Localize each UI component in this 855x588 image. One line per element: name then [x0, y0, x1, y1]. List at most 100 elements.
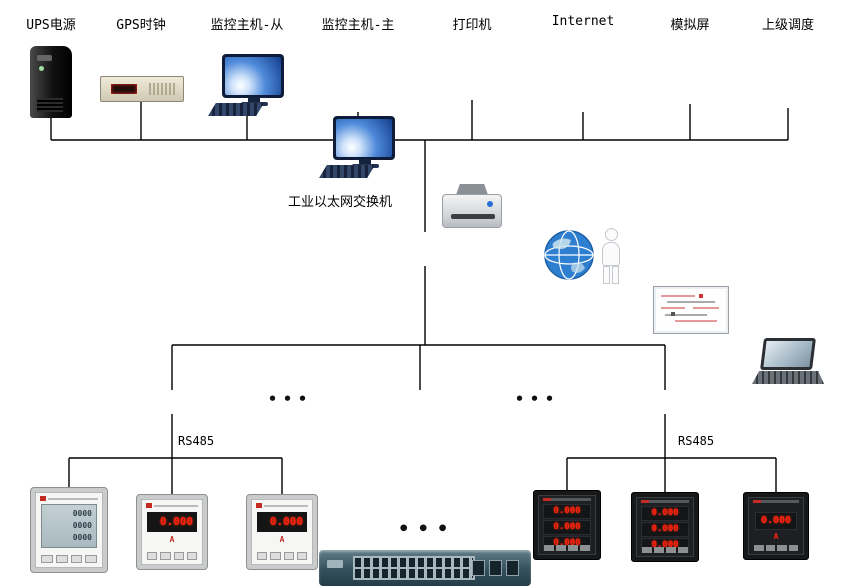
distribution-wires — [171, 266, 666, 390]
monitor-screen — [225, 57, 281, 95]
switch-uplink-ports — [472, 560, 519, 576]
gps-display — [111, 84, 137, 94]
printer-tray — [456, 184, 488, 195]
monitor-stand — [359, 159, 371, 165]
monitor-screen — [336, 119, 392, 157]
meter-face: 0.000 A — [251, 499, 313, 565]
meter-led-row: 0.000 — [641, 522, 689, 537]
person-head — [604, 228, 618, 241]
meter-face: 0000 0000 0000 — [35, 492, 103, 568]
switch-port-row — [355, 569, 473, 578]
power-meter-black-multirow: 0.000 0.000 0.000 — [533, 490, 601, 560]
printer-icon — [442, 194, 502, 228]
rs485-label-left: RS485 — [178, 434, 215, 448]
meter-face: 0.000 A — [141, 499, 203, 565]
mimic-panel-icon — [661, 294, 719, 322]
meter-face: 0.000 A — [748, 497, 804, 555]
gps-clock-device — [100, 76, 184, 102]
keyboard-icon — [319, 165, 375, 178]
meter-led-row: 0.000 — [641, 538, 689, 553]
meter-led-rows: 0.000 0.000 0.000 — [543, 504, 591, 552]
meter-brand-mark — [753, 500, 799, 503]
gps-clock-icon — [100, 76, 184, 102]
meter-led-rows: 0.000 0.000 0.000 — [641, 506, 689, 554]
mimic-panel-device — [653, 286, 729, 334]
power-meter-led: 0.000 A — [136, 494, 208, 570]
printer-slot — [451, 214, 495, 219]
ups-led — [39, 66, 44, 71]
printer-button — [487, 201, 493, 207]
meter-led-row: 0.000 — [641, 506, 689, 521]
power-meter-black-single: 0.000 A — [743, 492, 809, 560]
monitor-icon — [333, 116, 395, 160]
keyboard-icon — [208, 103, 264, 116]
meter-unit: A — [773, 532, 779, 541]
label-ups: UPS电源 — [26, 18, 76, 33]
laptop-screen-glare — [763, 341, 813, 367]
rs485-label-right: RS485 — [678, 434, 715, 448]
right-rs485-wires — [566, 414, 777, 494]
switch-ellipsis-1: ••• — [268, 390, 314, 408]
meter-unit: A — [169, 535, 175, 544]
meter-led-row: 0.000 — [543, 504, 591, 519]
ups-display — [37, 55, 52, 61]
main-switch-label: 工业以太网交换机 — [288, 195, 393, 210]
meter-lcd-screen: 0000 0000 0000 — [41, 504, 97, 548]
switch-port-bank — [353, 556, 475, 580]
label-host-slave: 监控主机-从 — [210, 18, 284, 33]
meter-led-display: 0.000 — [257, 512, 307, 532]
lcd-row: 0000 — [72, 521, 92, 530]
meter-buttons — [147, 552, 197, 560]
lcd-row: 0000 — [72, 509, 92, 518]
label-dispatch: 上级调度 — [761, 18, 815, 33]
label-printer: 打印机 — [452, 18, 492, 33]
person-icon — [597, 228, 625, 284]
ups-icon — [30, 46, 72, 118]
person-torso — [602, 242, 620, 266]
switch-port-row — [355, 558, 473, 567]
meter-buttons — [754, 545, 798, 551]
power-meter-black-multirow: 0.000 0.000 0.000 — [631, 492, 699, 562]
gps-vents — [149, 83, 177, 95]
meter-buttons — [257, 552, 307, 560]
ups-vent — [37, 98, 63, 112]
laptop-screen — [760, 338, 816, 370]
workstation-slave-device — [208, 54, 286, 116]
meter-buttons — [41, 555, 97, 563]
meter-brand-mark — [146, 503, 198, 508]
meter-face: 0.000 0.000 0.000 — [636, 497, 694, 557]
meter-led-row: 0.000 — [543, 520, 591, 535]
lcd-row: 0000 — [72, 533, 92, 542]
top-bus-wires — [50, 98, 789, 232]
person-legs — [603, 266, 619, 284]
left-rs485-wires — [68, 414, 283, 496]
globe-icon — [544, 230, 594, 280]
internet-device — [543, 226, 625, 284]
label-internet: Internet — [551, 14, 615, 29]
label-host-master: 监控主机-主 — [321, 18, 395, 33]
meter-brand-mark — [543, 498, 591, 501]
meter-unit: A — [279, 535, 285, 544]
laptop-keyboard — [752, 371, 824, 384]
meter-brand-mark — [40, 496, 98, 501]
switch-logo — [327, 560, 343, 568]
meter-led-display: 0.000 — [755, 512, 797, 530]
power-meter-lcd: 0000 0000 0000 — [30, 487, 108, 573]
main-ethernet-switch — [319, 550, 531, 586]
meter-buttons — [642, 547, 688, 553]
monitor-icon — [222, 54, 284, 98]
switch-ellipsis-2: ••• — [515, 390, 561, 408]
meter-buttons — [544, 545, 590, 551]
meter-face: 0.000 0.000 0.000 — [538, 495, 596, 555]
monitor-stand — [248, 97, 260, 103]
meter-brand-mark — [641, 500, 689, 503]
power-meter-led: 0.000 A — [246, 494, 318, 570]
meter-led-row: 0.000 — [543, 536, 591, 551]
meter-brand-mark — [256, 503, 308, 508]
ups-device — [30, 46, 72, 118]
meter-ellipsis: ••• — [398, 518, 457, 540]
meter-led-display: 0.000 — [147, 512, 197, 532]
laptop-device — [752, 338, 824, 384]
